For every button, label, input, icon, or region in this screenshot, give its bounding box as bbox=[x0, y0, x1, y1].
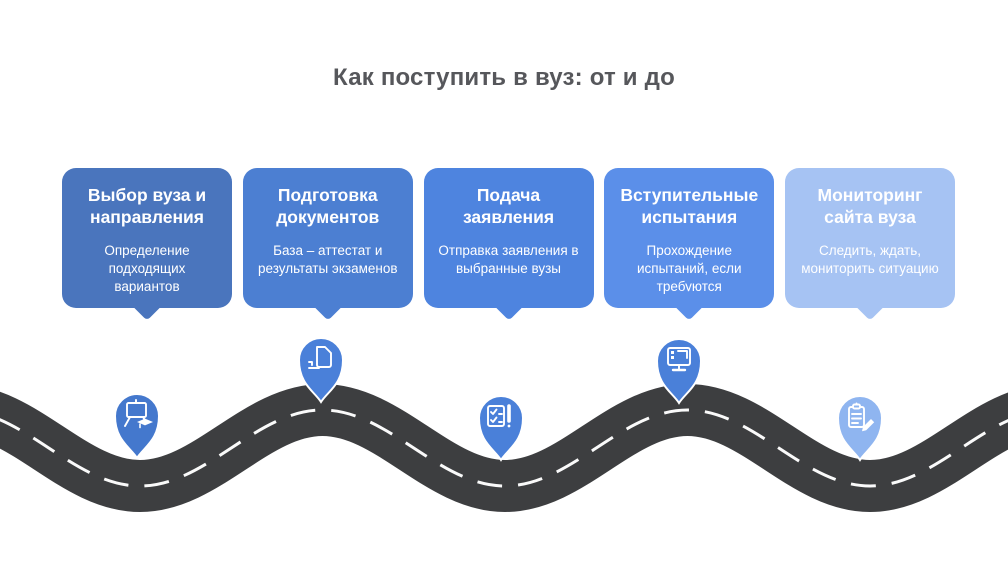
step-subtitle: Отправка заявления в выбранные вузы bbox=[438, 242, 579, 277]
step-title: Мониторинг сайта вуза bbox=[817, 185, 923, 227]
clipboard-pencil-icon bbox=[848, 402, 875, 432]
road-centerline bbox=[0, 408, 1008, 488]
step-title: Выбор вуза и направления bbox=[87, 185, 207, 227]
map-pin-4 bbox=[655, 338, 703, 405]
step-subtitle: Прохождение испытаний, если требуются bbox=[636, 242, 742, 295]
step-subtitle: Следить, ждать, мониторить ситуацию bbox=[801, 242, 939, 277]
step-card-4: Вступительные испытания Прохождение испы… bbox=[604, 168, 775, 308]
easel-graduation-icon bbox=[124, 399, 153, 429]
map-pin-2 bbox=[297, 337, 345, 404]
documents-icon bbox=[308, 346, 332, 369]
pin-body bbox=[477, 395, 525, 462]
step-card-5: Мониторинг сайта вуза Следить, ждать, мо… bbox=[785, 168, 955, 308]
step-card-1: Выбор вуза и направления Определение под… bbox=[62, 168, 232, 308]
pin-body bbox=[113, 393, 161, 460]
step-card-3: Подача заявления Отправка заявления в вы… bbox=[423, 168, 594, 308]
map-pin-3 bbox=[477, 395, 525, 462]
pin-body bbox=[836, 395, 884, 462]
map-pin-1 bbox=[113, 393, 161, 460]
road bbox=[0, 383, 1008, 513]
checklist-pen-icon bbox=[487, 404, 511, 428]
step-title: Подача заявления bbox=[462, 185, 555, 227]
infographic-title: Как поступить в вуз: от и до bbox=[333, 64, 675, 91]
step-title: Подготовка документов bbox=[276, 185, 380, 227]
pin-body bbox=[297, 337, 345, 404]
step-cards-row: Выбор вуза и направления Определение под… bbox=[62, 168, 955, 308]
step-subtitle: Определение подходящих вариантов bbox=[104, 242, 190, 295]
step-subtitle: База – аттестат и результаты экзаменов bbox=[257, 242, 398, 277]
monitor-icon bbox=[667, 347, 691, 372]
step-title: Вступительные испытания bbox=[620, 185, 759, 227]
pin-body bbox=[655, 338, 703, 405]
map-pin-5 bbox=[836, 395, 884, 462]
step-card-2: Подготовка документов База – аттестат и … bbox=[242, 168, 413, 308]
